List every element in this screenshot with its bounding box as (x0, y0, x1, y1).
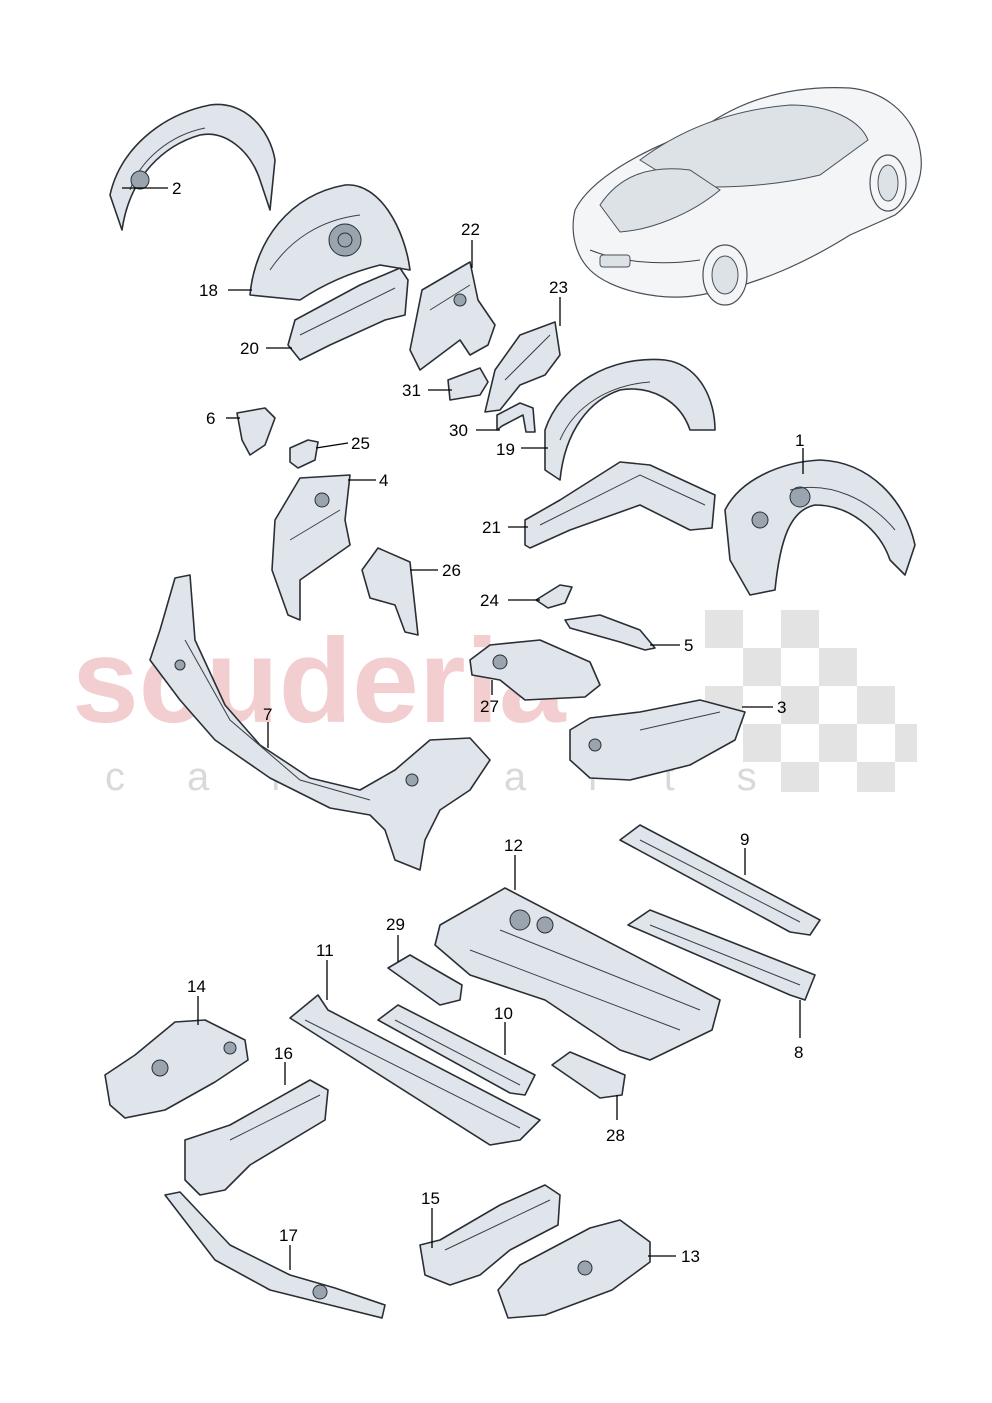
callout-28: 28 (606, 1126, 625, 1145)
part-10-longitudinal-member (377, 1004, 536, 1096)
part-3-rear-end-member (569, 699, 746, 781)
part-16-side-member (184, 1079, 329, 1196)
part-29-brace (387, 954, 463, 1006)
watermark-brand: scuderia (72, 614, 567, 748)
callout-8: 8 (794, 1043, 803, 1062)
part-4-strut-tower (271, 474, 351, 621)
callout-31: 31 (402, 381, 421, 400)
callout-20: 20 (240, 339, 259, 358)
callout-labels: 1 2 3 4 5 6 7 8 9 10 11 12 13 14 15 16 1… (172, 179, 804, 1266)
part-17-grommet (312, 1284, 328, 1300)
part-23-pillar-bracket (484, 321, 561, 413)
callout-15: 15 (421, 1189, 440, 1208)
callout-17: 17 (279, 1226, 298, 1245)
callout-23: 23 (549, 278, 568, 297)
callout-10: 10 (494, 1004, 513, 1023)
callout-14: 14 (187, 977, 206, 996)
callout-21: 21 (482, 518, 501, 537)
part-11-longitudinal-member (289, 994, 541, 1146)
callout-2: 2 (172, 179, 181, 198)
callout-29: 29 (386, 915, 405, 934)
part-7-rear-cross-member (149, 574, 491, 871)
callout-5: 5 (684, 636, 693, 655)
part-13-heat-shield (497, 1219, 651, 1319)
part-26-reinforcement (361, 547, 419, 636)
callout-9: 9 (740, 830, 749, 849)
callout-4: 4 (379, 471, 388, 490)
part-27-mount (469, 639, 601, 701)
part-22-bracket (409, 261, 496, 371)
callout-12: 12 (504, 836, 523, 855)
callout-19: 19 (496, 440, 515, 459)
part-31-small-bracket (447, 367, 489, 401)
part-18-wheelhouse-inner (249, 184, 411, 301)
part-9-cross-member-upper (619, 824, 821, 936)
callout-16: 16 (274, 1044, 293, 1063)
callout-30: 30 (449, 421, 468, 440)
callout-6: 6 (206, 409, 215, 428)
callout-27: 27 (480, 697, 499, 716)
callout-7: 7 (263, 705, 272, 724)
callout-26: 26 (442, 561, 461, 580)
callout-25: 25 (351, 434, 370, 453)
callout-18: 18 (199, 281, 218, 300)
part-12-floor-pan (434, 887, 721, 1061)
part-15-side-member (419, 1184, 561, 1286)
callout-13: 13 (681, 1247, 700, 1266)
car-illustration (572, 87, 922, 306)
callout-3: 3 (777, 698, 786, 717)
part-19-inner-wheel-arch (544, 358, 716, 481)
part-6-gusset (236, 407, 276, 456)
part-30-clip (496, 402, 536, 433)
part-1-rear-wheelhouse (724, 459, 916, 596)
leader-lines (122, 187, 804, 1270)
part-5-bracket-strip (564, 614, 656, 651)
callout-22: 22 (461, 220, 480, 239)
callout-1: 1 (795, 431, 804, 450)
part-14-heat-shield (104, 1019, 249, 1119)
part-2-wheel-arch-liner (109, 103, 276, 231)
part-20-side-rail (287, 267, 409, 361)
part-28-brace (551, 1051, 626, 1099)
part-8-cross-member-lower (627, 909, 816, 1001)
part-21-sill-reinforcement (524, 461, 716, 549)
part-25-clip (289, 439, 319, 469)
callout-24: 24 (480, 591, 499, 610)
part-17-bumper-strip (164, 1191, 386, 1319)
part-24-plate (535, 584, 573, 609)
callout-11: 11 (316, 941, 334, 960)
